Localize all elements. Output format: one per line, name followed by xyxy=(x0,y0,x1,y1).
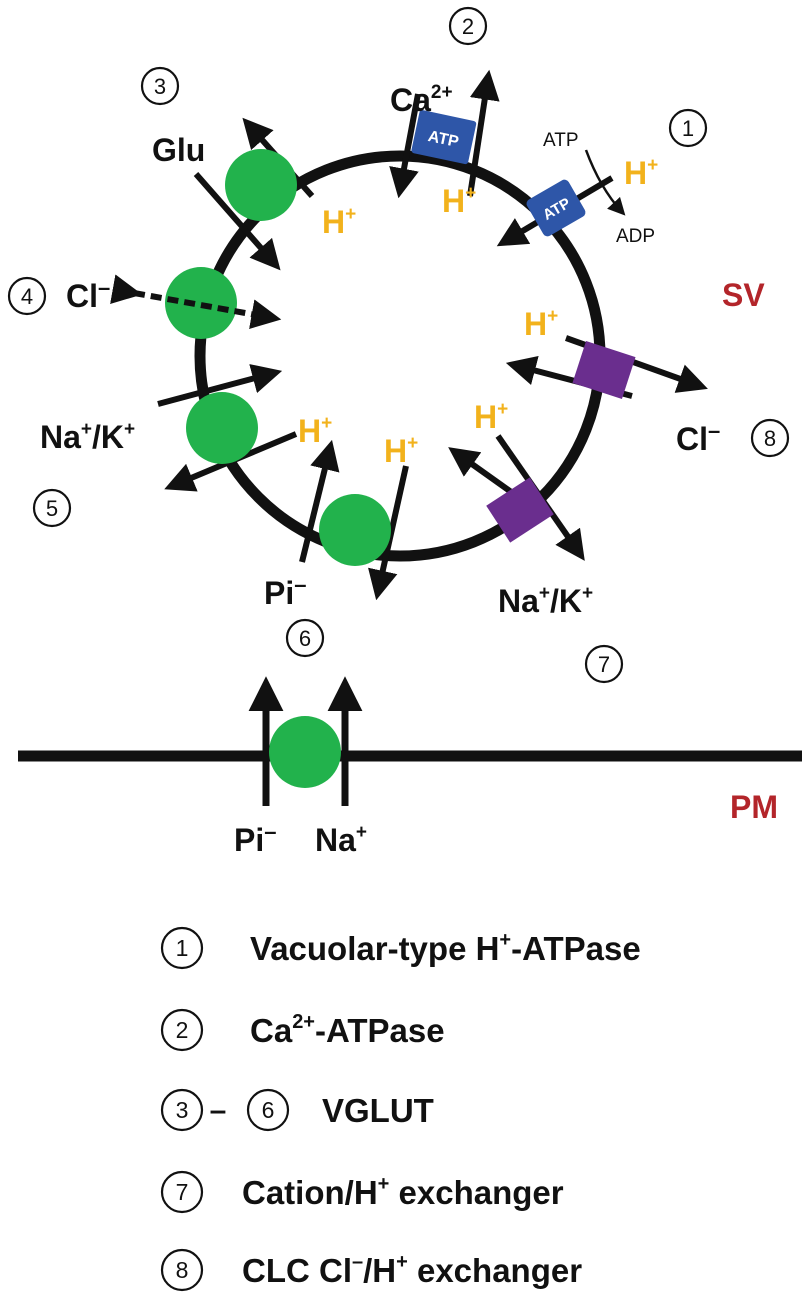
vglut-cation: Na+/K+ H+ xyxy=(40,364,332,492)
svg-text:8: 8 xyxy=(176,1257,189,1283)
svg-text:4: 4 xyxy=(21,284,33,309)
pm-phosphate-transporter: Pi– Na+ xyxy=(234,676,367,858)
proton-label-2: H+ xyxy=(442,183,476,219)
adp-text: ADP xyxy=(616,226,655,247)
circled-number-1: 1 xyxy=(668,108,708,148)
ca-efflux-arrow-icon xyxy=(467,69,500,197)
cation-influx-arrow-icon xyxy=(157,364,283,407)
proton-influx-arrow-icon xyxy=(389,93,421,199)
svg-text:Vacuolar-type H+-ATPase: Vacuolar-type H+-ATPase xyxy=(250,929,641,967)
svg-text:3: 3 xyxy=(154,74,166,99)
cation-exchanger: Na+/K+ H+ xyxy=(448,399,593,619)
circled-number-8: 8 xyxy=(750,418,790,458)
pm-transporter xyxy=(269,716,341,788)
circled-number-2: 2 xyxy=(448,6,488,46)
circled-number-3: 3 xyxy=(140,66,180,106)
circled-number-4: 4 xyxy=(7,276,47,316)
nak-label-5: Na+/K+ xyxy=(40,419,135,455)
svg-text:1: 1 xyxy=(682,116,694,141)
ca-atpase-box-label: ATP xyxy=(426,128,460,151)
svg-text:6: 6 xyxy=(299,626,311,651)
svg-text:2: 2 xyxy=(462,14,474,39)
proton-label-1: H+ xyxy=(624,155,658,191)
proton-efflux-arrow-icon-6 xyxy=(368,465,409,601)
vglut-transporter-3 xyxy=(225,149,297,221)
proton-influx-arrow-icon-7 xyxy=(448,447,516,497)
svg-text:2: 2 xyxy=(176,1017,189,1043)
legend-item-1: 1 Vacuolar-type H+-ATPase xyxy=(160,926,641,970)
proton-label-8: H+ xyxy=(524,306,558,342)
svg-text:–: – xyxy=(210,1094,227,1127)
ca-atpase-box xyxy=(411,110,477,165)
circled-number-5: 5 xyxy=(32,488,72,528)
legend-item-8: 8 CLC Cl–/H+ exchanger xyxy=(160,1248,582,1292)
pm-label: PM xyxy=(730,789,778,825)
ca-label: Ca2+ xyxy=(390,82,453,118)
circled-number-7: 7 xyxy=(584,644,624,684)
cation-exchanger-box xyxy=(486,477,554,543)
glu-label: Glu xyxy=(152,132,205,168)
vglut-transporter-6 xyxy=(319,494,391,566)
clc-exchanger-box xyxy=(572,341,636,399)
v-atpase: ATP ATP ADP H+ xyxy=(496,130,658,247)
ca-atpase: ATP Ca2+ H+ xyxy=(389,69,500,219)
vglut-glutamate: Glu H+ xyxy=(152,117,356,271)
chloride-bidirectional-arrow-icon xyxy=(110,274,282,329)
pm-na-label: Na+ xyxy=(315,822,367,858)
svg-text:3: 3 xyxy=(176,1097,189,1123)
legend: 1 Vacuolar-type H+-ATPase 2 Ca2+-ATPase … xyxy=(160,926,641,1292)
pm-pi-label: Pi– xyxy=(234,819,276,858)
vglut-transporter-5 xyxy=(186,392,258,464)
svg-text:Ca2+-ATPase: Ca2+-ATPase xyxy=(250,1011,445,1049)
vglut-chloride: Cl– xyxy=(66,267,282,339)
svg-text:VGLUT: VGLUT xyxy=(322,1092,434,1129)
proton-label-5: H+ xyxy=(298,413,332,449)
svg-text:Cation/H+ exchanger: Cation/H+ exchanger xyxy=(242,1173,564,1211)
svg-text:7: 7 xyxy=(598,652,610,677)
v-atpase-box xyxy=(526,179,586,237)
proton-label-3: H+ xyxy=(322,204,356,240)
cl-label-8: Cl– xyxy=(676,418,720,457)
svg-text:6: 6 xyxy=(262,1097,275,1123)
atp-consumption-arrow-icon xyxy=(584,149,626,216)
glu-influx-arrow-icon xyxy=(193,172,281,271)
proton-label-6: H+ xyxy=(384,433,418,469)
svg-text:5: 5 xyxy=(46,496,58,521)
sv-label: SV xyxy=(722,277,765,313)
phosphate-influx-arrow-icon xyxy=(299,439,340,563)
vglut-phosphate: Pi– H+ xyxy=(264,433,418,611)
pi-label-6: Pi– xyxy=(264,572,306,611)
cl-label-4: Cl– xyxy=(66,275,110,314)
legend-item-3: 3 – 6 VGLUT xyxy=(160,1088,434,1132)
svg-text:CLC Cl–/H+ exchanger: CLC Cl–/H+ exchanger xyxy=(242,1251,582,1289)
clc-exchanger: Cl– H+ xyxy=(505,306,720,457)
nak-label-7: Na+/K+ xyxy=(498,583,593,619)
svg-text:8: 8 xyxy=(764,426,776,451)
atp-text: ATP xyxy=(543,130,579,151)
svg-text:1: 1 xyxy=(176,935,189,961)
proton-label-7: H+ xyxy=(474,399,508,435)
legend-item-2: 2 Ca2+-ATPase xyxy=(160,1008,445,1052)
circled-number-6: 6 xyxy=(285,618,325,658)
svg-text:7: 7 xyxy=(176,1179,189,1205)
legend-item-7: 7 Cation/H+ exchanger xyxy=(160,1170,564,1214)
